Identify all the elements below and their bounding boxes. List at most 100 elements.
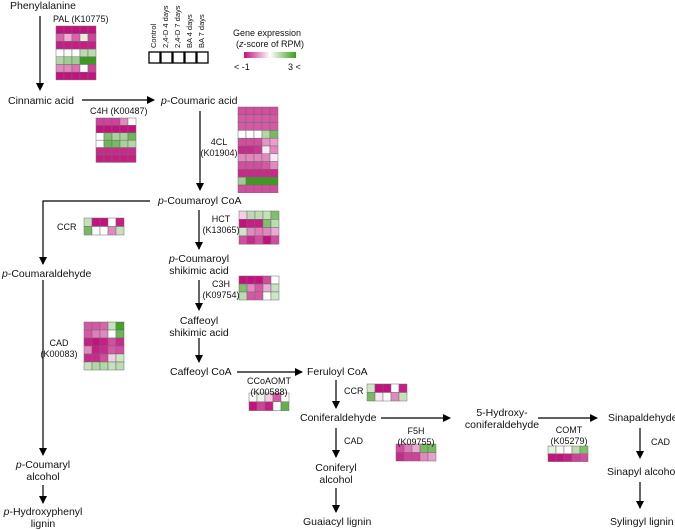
arrow-ccr-top: [39, 200, 150, 265]
compound-cinnamic-acid: Cinnamic acid: [8, 95, 74, 107]
heatmap-cell: [262, 275, 272, 285]
heatmap-cell: [245, 145, 255, 155]
heatmap-cell: [238, 219, 248, 228]
heatmap-cell: [261, 106, 271, 116]
heatmap-cell: [261, 176, 271, 186]
heatmap-cell: [269, 114, 279, 123]
heatmap-cell: [269, 176, 279, 186]
enzyme-label-ccoaomt: CCoAOMT(K00588): [246, 376, 292, 397]
heatmap-cell: [374, 383, 384, 393]
heatmap-cell: [395, 452, 405, 462]
heatmap-cell: [245, 153, 255, 162]
heatmap-cell: [83, 226, 93, 236]
heatmap-cell: [245, 184, 255, 194]
heatmap-cell: [238, 275, 248, 285]
heatmap-cell: [237, 122, 247, 131]
heatmap-cell: [71, 56, 81, 65]
heatmap-cad_left: [83, 321, 125, 371]
heatmap-cell: [87, 71, 97, 81]
heatmap-cell: [127, 117, 137, 126]
heatmap-cell: [269, 153, 279, 162]
heatmap-cell: [245, 169, 255, 178]
heatmap-cell: [261, 122, 271, 131]
compound-coniferaldehyde: Coniferaldehyde: [300, 412, 377, 424]
heatmap-cell: [95, 132, 105, 141]
heatmap-cell: [245, 122, 255, 131]
heatmap-cell: [382, 383, 392, 393]
legend-column-label: 2,4-D 7 days: [173, 5, 182, 48]
enzyme-label-cad-mid: CAD: [344, 436, 364, 446]
heatmap-cell: [91, 329, 101, 339]
heatmap-cell: [115, 345, 125, 355]
heatmap-cell: [571, 445, 581, 455]
heatmap-cell: [63, 41, 73, 50]
compound-caffeoyl-coa: Caffeoyl CoA: [170, 366, 232, 378]
heatmap-cell: [261, 130, 271, 139]
heatmap-cell: [579, 453, 589, 462]
heatmap-cell: [103, 154, 113, 163]
heatmap-cell: [63, 71, 73, 81]
heatmap-cell: [103, 132, 113, 141]
heatmap-cell: [270, 210, 280, 220]
heatmap-cell: [115, 226, 125, 236]
legend-column-label: BA 7 days: [197, 14, 206, 48]
heatmap-cell: [254, 227, 264, 237]
heatmap-cell: [115, 321, 125, 331]
heatmap-cell: [107, 226, 117, 236]
heatmap-ccr_mid: [366, 383, 408, 402]
legend-title: Gene expression: [233, 28, 302, 38]
heatmap-cell: [119, 125, 129, 134]
heatmap-cell: [119, 147, 129, 156]
heatmap-cell: [253, 145, 263, 155]
color-scale-bar: [244, 52, 296, 58]
enzyme-label-ccr-mid: CCR: [344, 386, 364, 396]
compound-phenylalanine: Phenylalanine: [10, 0, 76, 12]
heatmap-cell: [79, 25, 89, 34]
heatmap-cell: [79, 41, 89, 50]
heatmap-cell: [115, 217, 125, 227]
heatmap-cell: [55, 41, 65, 50]
heatmap-cell: [269, 122, 279, 131]
heatmap-cell: [115, 329, 125, 339]
heatmap-cell: [254, 235, 264, 245]
heatmap-cell: [571, 453, 581, 462]
heatmap-cell: [91, 217, 101, 227]
legend-column-key: [148, 51, 209, 64]
heatmap-comt: [547, 445, 589, 462]
heatmap-cell: [71, 25, 81, 34]
heatmap-cell: [269, 106, 279, 116]
heatmap-cell: [261, 153, 271, 162]
heatmap-cell: [71, 33, 81, 42]
compound-sylingyl-lignin: Sylingyl lignin: [610, 516, 674, 528]
heatmap-cell: [246, 210, 256, 220]
heatmap-cell: [107, 353, 117, 363]
heatmap-cell: [107, 361, 117, 371]
legend-low-label: < -1: [234, 62, 250, 72]
heatmap-cell: [261, 161, 271, 170]
heatmap-cell: [87, 25, 97, 34]
heatmap-cell: [245, 161, 255, 170]
heatmap-cell: [127, 125, 137, 134]
heatmap-cell: [246, 291, 256, 301]
heatmap-cell: [246, 235, 256, 245]
heatmap-cell: [270, 283, 280, 293]
heatmap-cell: [91, 337, 101, 347]
heatmap-cell: [238, 283, 248, 293]
heatmap-cell: [390, 383, 400, 393]
heatmap-cell: [270, 235, 280, 245]
enzyme-label-f5h: F5H(K09755): [397, 426, 435, 447]
heatmap-cell: [270, 275, 280, 285]
compound-guaiacyl-lignin: Guaiacyl lignin: [303, 516, 372, 528]
heatmap-cell: [269, 184, 279, 194]
heatmap-cell: [111, 147, 121, 156]
heatmap-cell: [246, 283, 256, 293]
heatmap-cell: [245, 176, 255, 186]
heatmap-cell: [91, 361, 101, 371]
heatmap-cell: [99, 329, 109, 339]
heatmap-cell: [99, 337, 109, 347]
heatmap-cell: [254, 291, 264, 301]
heatmap-cell: [261, 184, 271, 194]
